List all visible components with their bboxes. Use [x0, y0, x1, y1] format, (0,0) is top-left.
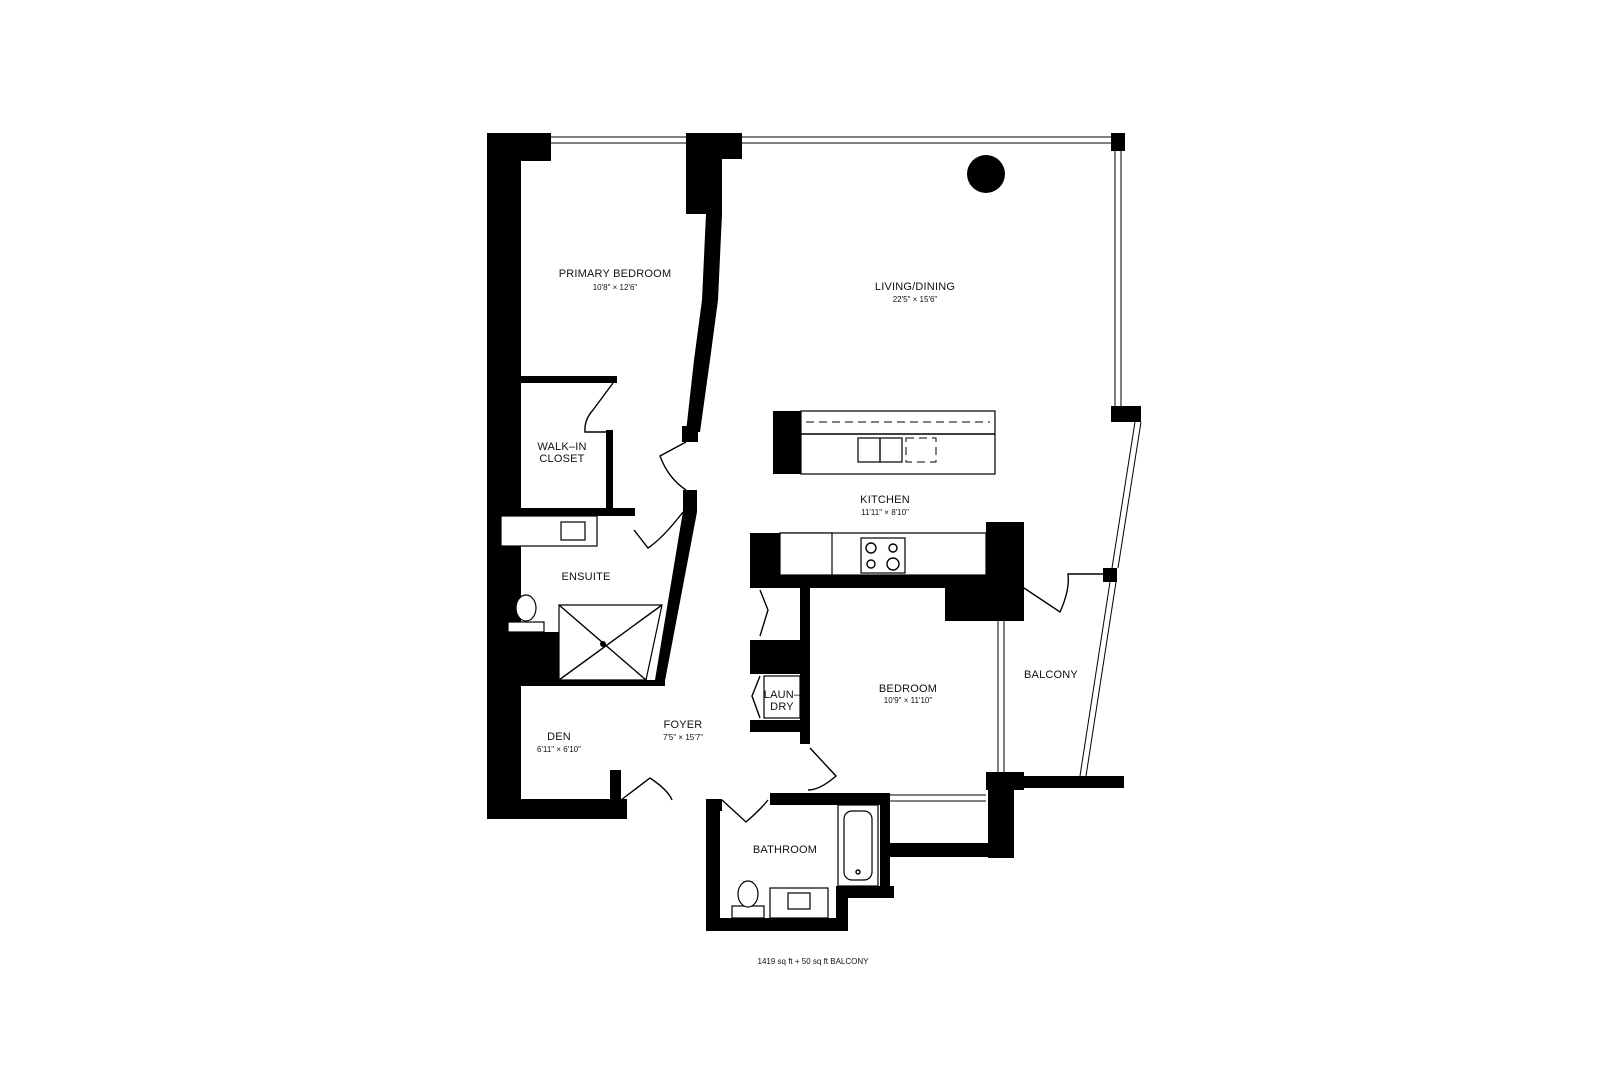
bathroom-label: BATHROOM	[753, 844, 817, 856]
den-dims: 6'11" × 6'10"	[537, 745, 581, 754]
bedroom-dims: 10'9" × 11'10"	[884, 696, 933, 705]
column	[967, 155, 1005, 193]
foyer-label: FOYER	[664, 719, 703, 731]
walk-in-closet-label-2: CLOSET	[539, 453, 584, 465]
kitchen-label: KITCHEN	[860, 494, 910, 506]
windows	[551, 136, 1142, 802]
walls	[487, 133, 1141, 931]
primary-bedroom-label: PRIMARY BEDROOM	[559, 268, 672, 280]
primary-bedroom-dims: 10'8" × 12'6"	[593, 283, 638, 292]
living-dining-label: LIVING/DINING	[875, 281, 955, 293]
living-dining-dims: 22'5" × 15'6"	[893, 295, 938, 304]
laundry-box	[763, 675, 801, 719]
fixtures	[500, 155, 1005, 919]
bedroom-label: BEDROOM	[879, 683, 937, 695]
doors	[584, 382, 1103, 823]
walk-in-closet-label: WALK–IN	[537, 441, 586, 453]
balcony-label: BALCONY	[1024, 669, 1078, 681]
room-labels: PRIMARY BEDROOM 10'8" × 12'6" WALK–IN CL…	[537, 268, 1078, 856]
bathroom-toilet	[737, 880, 759, 908]
laundry-label-2: DRY	[770, 701, 794, 713]
ensuite-label: ENSUITE	[561, 571, 610, 583]
ensuite-toilet	[515, 594, 537, 622]
kitchen-dims: 11'11" × 8'10"	[861, 508, 909, 517]
foyer-dims: 7'5" × 15'7"	[663, 733, 703, 742]
laundry-label: LAUN–	[764, 689, 801, 701]
den-label: DEN	[547, 731, 571, 743]
area-note: 1419 sq ft + 50 sq ft BALCONY	[758, 957, 870, 966]
